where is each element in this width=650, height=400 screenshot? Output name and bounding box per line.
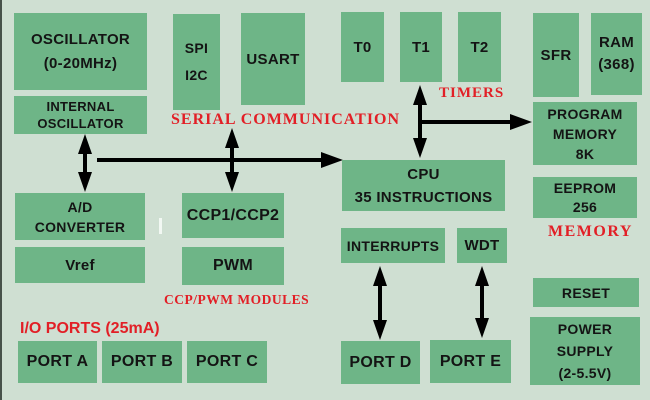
block-oscillator-line1: OSCILLATOR: [30, 30, 131, 48]
block-eeprom-line2: 256: [572, 198, 598, 215]
block-sfr-label: SFR: [540, 46, 572, 64]
block-t2: T2: [458, 12, 501, 82]
label-io-ports: I/O PORTS (25mA): [20, 320, 160, 337]
block-cpu-line1: CPU: [407, 165, 440, 183]
block-vref-label: Vref: [65, 256, 95, 274]
block-power-supply: POWER SUPPLY (2-5.5V): [530, 317, 640, 385]
arrow-branch-program-memory: [418, 114, 532, 130]
block-wdt: WDT: [457, 228, 507, 263]
block-ram-line2: (368): [598, 56, 635, 73]
block-program-memory: PROGRAM MEMORY 8K: [533, 102, 637, 165]
block-t1: T1: [400, 12, 442, 82]
block-t2-label: T2: [470, 38, 489, 56]
block-eeprom: EEPROM 256: [533, 177, 637, 218]
block-t1-label: T1: [411, 38, 431, 56]
block-reset: RESET: [533, 278, 639, 307]
block-pwm-label: PWM: [212, 257, 253, 274]
block-usart-label: USART: [246, 50, 300, 68]
label-memory: MEMORY: [548, 223, 633, 240]
block-program-memory-line2: MEMORY: [552, 125, 618, 142]
block-port-e: PORT E: [430, 340, 511, 383]
block-reset-label: RESET: [561, 284, 611, 301]
arrow-internal-oscillator-ad-converter: [78, 134, 92, 192]
arrow-serial-ccp: [225, 128, 239, 192]
block-power-supply-line2: SUPPLY: [556, 343, 614, 359]
block-port-d-label: PORT D: [349, 353, 412, 371]
block-t0-label: T0: [353, 38, 372, 56]
block-sfr: SFR: [533, 13, 579, 97]
arrow-timers-cpu: [413, 85, 427, 158]
label-ccp-pwm-modules: CCP/PWM MODULES: [164, 292, 310, 307]
block-ad-converter-line2: CONVERTER: [34, 218, 126, 235]
block-ad-converter: A/D CONVERTER: [15, 193, 145, 240]
arrow-wdt-port-e: [475, 266, 489, 338]
arrow-bus-cpu: [97, 152, 343, 168]
block-ram: RAM (368): [591, 13, 642, 95]
block-i2c-line: I2C: [185, 67, 208, 83]
block-port-a: PORT A: [18, 341, 97, 383]
block-interrupts: INTERRUPTS: [341, 228, 445, 263]
block-power-supply-line3: (2-5.5V): [558, 365, 612, 381]
block-program-memory-line1: PROGRAM: [547, 105, 623, 122]
block-usart: USART: [241, 13, 305, 105]
block-internal-oscillator-line1: INTERNAL: [46, 99, 115, 114]
label-timers: TIMERS: [439, 85, 505, 101]
block-ccp1-ccp2-label: CCP1/CCP2: [186, 206, 280, 224]
label-serial-communication: SERIAL COMMUNICATION: [171, 111, 401, 128]
block-wdt-label: WDT: [464, 237, 500, 254]
block-port-e-label: PORT E: [439, 352, 502, 370]
block-internal-oscillator: INTERNAL OSCILLATOR: [14, 96, 147, 134]
block-cpu: CPU 35 INSTRUCTIONS: [342, 160, 505, 211]
cursor-artifact: [159, 218, 162, 234]
block-vref: Vref: [15, 247, 145, 283]
arrow-interrupts-port-d: [373, 266, 387, 340]
block-ccp1-ccp2: CCP1/CCP2: [182, 193, 284, 238]
block-pwm: PWM: [182, 247, 284, 285]
block-ram-line1: RAM: [598, 34, 635, 51]
block-program-memory-line3: 8K: [575, 145, 595, 162]
block-internal-oscillator-line2: OSCILLATOR: [37, 116, 124, 131]
block-spi-i2c: SPI I2C: [173, 14, 220, 110]
block-port-b: PORT B: [102, 341, 182, 383]
block-port-b-label: PORT B: [110, 353, 174, 370]
block-port-a-label: PORT A: [26, 353, 89, 370]
block-oscillator: OSCILLATOR (0-20MHz): [14, 13, 147, 90]
block-ad-converter-line1: A/D: [67, 198, 93, 215]
block-oscillator-line2: (0-20MHz): [43, 54, 118, 72]
block-cpu-line2: 35 INSTRUCTIONS: [354, 188, 493, 206]
block-power-supply-line1: POWER: [557, 321, 613, 337]
block-interrupts-label: INTERRUPTS: [346, 237, 440, 254]
block-spi-line: SPI: [184, 40, 209, 56]
block-port-d: PORT D: [341, 341, 420, 384]
block-port-c: PORT C: [187, 341, 267, 383]
block-eeprom-line1: EEPROM: [553, 179, 617, 196]
block-t0: T0: [341, 12, 384, 82]
block-port-c-label: PORT C: [195, 353, 259, 370]
